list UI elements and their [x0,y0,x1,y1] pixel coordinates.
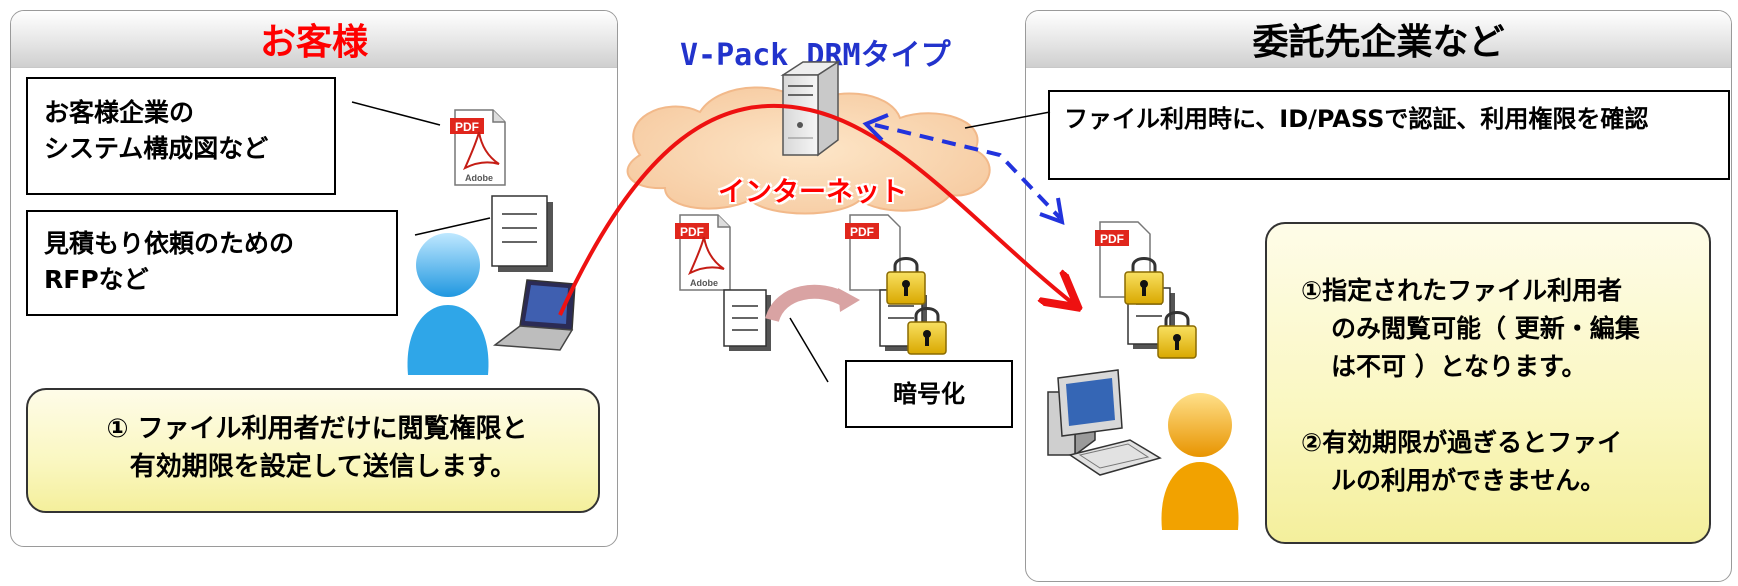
desktop-computer-icon [1047,369,1162,476]
contractor-note-line: ルの利用ができません。 [1331,466,1606,495]
contractor-note-line: ①指定されたファイル利用者 [1301,276,1623,305]
encrypt-label: 暗号化 [893,380,965,408]
encrypted-pdf-icon: PDF [845,214,901,291]
lock-icon [1157,311,1197,359]
customer-person-icon [407,233,489,375]
lock-icon [1124,257,1164,305]
svg-text:PDF: PDF [680,225,704,239]
server-icon [780,60,841,157]
internet-label: インターネット [718,177,907,208]
contractor-note-line: のみ閲覧可能（ 更新・編集 [1331,314,1640,343]
customer-note-line-1: ① ファイル利用者だけに閲覧権限と [106,414,528,444]
leader-line [789,317,829,383]
transmission-arrow [558,103,1075,316]
laptop-icon [492,279,576,351]
authentication-arrow [862,113,1065,226]
leader-line [964,111,1051,129]
lock-icon [886,257,926,305]
svg-text:PDF: PDF [1100,232,1124,246]
svg-text:Adobe: Adobe [465,173,493,183]
lock-icon [907,307,947,355]
pdf-icon: PDF Adobe [675,214,731,291]
doc-label-line: 見積もり依頼のための [44,229,295,258]
doc-label-line: RFPなど [44,265,149,294]
svg-text:PDF: PDF [455,120,479,134]
leader-line [351,101,441,126]
contractor-person-icon [1161,393,1239,530]
contractor-panel-title: 委託先企業など [1252,22,1505,63]
encrypt-label-box: 暗号化 [845,360,1013,428]
doc-label-line: お客様企業の [44,98,195,127]
customer-panel-header: お客様 [11,11,617,68]
svg-text:Adobe: Adobe [690,278,718,288]
contractor-panel-header: 委託先企業など [1026,11,1731,68]
contractor-note-line: ②有効期限が過ぎるとファイ [1301,428,1623,457]
customer-panel-title: お客様 [259,22,368,63]
contractor-note-line: は不可 ）となります。 [1331,352,1587,381]
doc-label-rfp: 見積もり依頼のための RFPなど [26,210,398,316]
customer-note: ① ファイル利用者だけに閲覧権限と 有効期限を設定して送信します。 [26,388,600,513]
document-icon [491,195,553,272]
customer-note-line-2: 有効期限を設定して送信します。 [129,452,517,482]
svg-text:PDF: PDF [850,225,874,239]
document-icon [723,289,771,351]
doc-label-line: システム構成図など [44,134,269,163]
doc-label-system-diagram: お客様企業の システム構成図など [26,77,336,195]
contractor-note: ①指定されたファイル利用者 のみ閲覧可能（ 更新・編集 は不可 ）となります。 … [1265,222,1711,544]
pdf-icon: PDF Adobe [450,109,506,186]
auth-description-text: ファイル利用時に、ID/PASSで認証、利用権限を確認 [1064,105,1649,133]
auth-description: ファイル利用時に、ID/PASSで認証、利用権限を確認 [1048,90,1730,180]
encrypt-arrow-icon [765,284,860,323]
leader-line [414,217,491,236]
